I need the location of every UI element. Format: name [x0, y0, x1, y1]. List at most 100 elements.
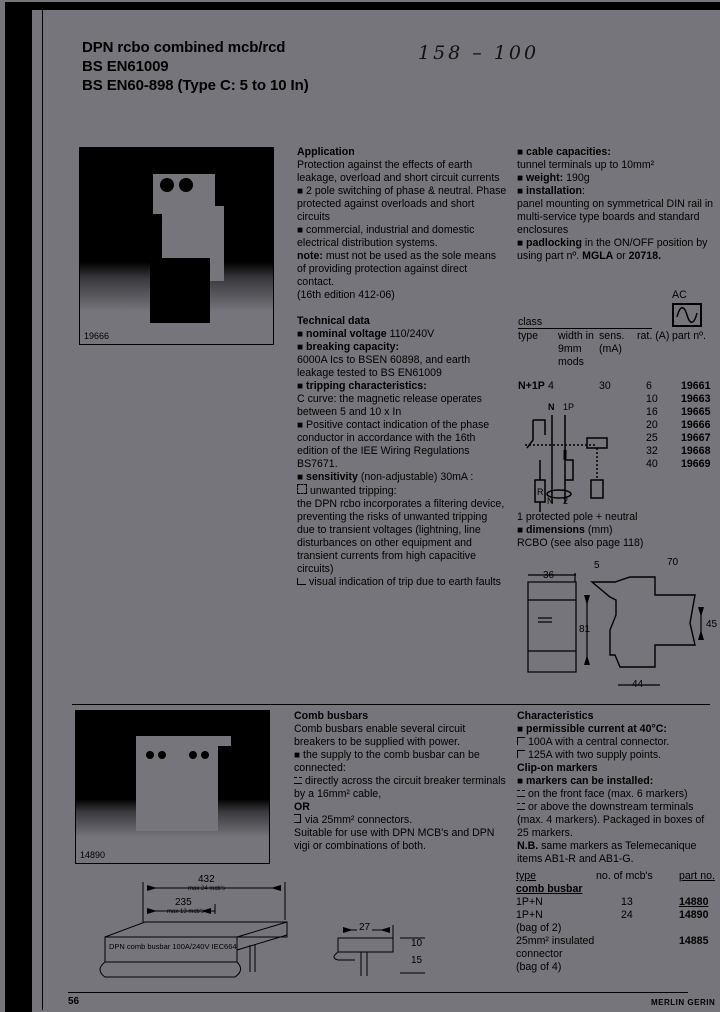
- busbar-table: type no. of mcb's part no. comb busbar 1…: [516, 870, 716, 974]
- clip-heading: Clip-on markers: [517, 762, 598, 774]
- long-length-sub: max 24 mcb's: [188, 886, 225, 892]
- rating-row: 20 19666: [646, 419, 720, 432]
- tripping-label: tripping characteristics:: [306, 380, 427, 392]
- busbar-drawing: 432 max 24 mcb's 235 max 13 mcb's DPN co…: [95, 874, 455, 978]
- scan-edge-line: [42, 10, 43, 1010]
- visual-text: visual indication of trip due to earth f…: [309, 576, 501, 588]
- wiring-label-1p: 1P: [563, 402, 574, 412]
- padlock-part-1: MGLA: [582, 250, 614, 262]
- busbar-col-count: no. of mcb's: [596, 870, 653, 882]
- weight-label: weight:: [526, 172, 564, 184]
- side-height-2: 15: [411, 955, 423, 966]
- trip-indicator-icon: [297, 578, 306, 585]
- marker-option-1: on the front face (max. 6 markers): [528, 788, 688, 800]
- part-number: 19668: [681, 445, 711, 457]
- base-dim: 44: [632, 679, 644, 690]
- ac-class-label: AC: [672, 289, 687, 301]
- markers-label: markers can be installed:: [526, 775, 654, 787]
- busbar-type: 1P+N: [516, 896, 543, 908]
- right-specs: cable capacities: tunnel terminals up to…: [517, 146, 717, 263]
- part-number: 19669: [681, 458, 711, 470]
- col-rating: rat. (A): [637, 330, 670, 342]
- comb-intro: Comb busbars enable several circuit brea…: [294, 723, 466, 748]
- note-text: must not be used as the sole means of pr…: [297, 250, 497, 288]
- comb-or: OR: [294, 801, 310, 813]
- busbar-row: connector: [516, 948, 716, 961]
- dimension-drawing: 36 5 70 81 45 44: [520, 555, 720, 690]
- page-title: DPN rcbo combined mcb/rcd BS EN61009 BS …: [82, 38, 309, 95]
- busbar-type: 1P+N: [516, 909, 543, 921]
- busbar-col-type: type: [516, 870, 537, 882]
- busbar-photo-caption: 14890: [80, 850, 106, 860]
- padlock-part-2: 20718.: [628, 250, 662, 262]
- application-section: Application Protection against the effec…: [297, 146, 507, 589]
- current-label: permissible current at 40°C:: [526, 723, 667, 735]
- height-dim: 81: [579, 624, 591, 635]
- nb-label: N.B.: [517, 840, 539, 852]
- application-intro: Protection against the effects of earth …: [297, 159, 500, 184]
- unwanted-text: the DPN rcbo incorporates a filtering de…: [297, 498, 505, 575]
- scan-border-top: [5, 2, 720, 10]
- breaking-text: 6000A Ics to BSEN 60898, and earth leaka…: [297, 354, 471, 379]
- page-number: 56: [68, 996, 80, 1007]
- title-line-2: BS EN61009: [82, 58, 169, 75]
- front-marker-icon: [517, 790, 525, 797]
- central-connector-icon: [517, 737, 525, 745]
- technical-heading: Technical data: [297, 315, 370, 327]
- busbar-type: 25mm² insulated: [516, 935, 595, 947]
- photo-caption: 19666: [84, 331, 110, 341]
- cable-text: tunnel terminals up to 10mm²: [517, 159, 655, 171]
- padlock-or: or: [613, 250, 629, 262]
- handwritten-note: 158 – 100: [418, 42, 540, 64]
- part-number: 19666: [681, 419, 711, 431]
- busbar-count: 13: [621, 896, 633, 908]
- dimensions-subtitle: RCBO (see also page 118): [517, 537, 644, 549]
- depth-dim: 70: [667, 557, 679, 568]
- rating-row: 32 19668: [646, 445, 720, 458]
- marker-option-2: or above the downstream terminals (max. …: [517, 801, 705, 839]
- wiring-label-r: R: [537, 487, 544, 497]
- application-bullet-1: 2 pole switching of phase & neutral. Pha…: [297, 185, 507, 223]
- front-width-dim: 36: [543, 570, 555, 581]
- comb-supply-text: the supply to the comb busbar can be con…: [294, 749, 480, 774]
- unwanted-label: unwanted tripping:: [310, 485, 397, 497]
- short-length-sub: max 13 mcb's: [167, 909, 204, 915]
- col-sens: sens. (mA): [599, 330, 625, 355]
- rating: 32: [646, 445, 658, 457]
- padlock-text: in the ON/OFF position by using part nº.: [517, 237, 708, 262]
- comb-suitable-text: Suitable for use with DPN MCB's and DPN …: [294, 827, 495, 852]
- busbar-row: 25mm² insulated 14885: [516, 935, 716, 948]
- comb-via-text: via 25mm² connectors.: [305, 814, 413, 826]
- note-label: note:: [297, 250, 323, 262]
- part-number: 19663: [681, 393, 711, 405]
- busbar-type: (bag of 2): [516, 922, 562, 934]
- rating: 20: [646, 419, 658, 431]
- characteristics-section: Characteristics permissible current at 4…: [517, 710, 717, 866]
- filter-icon: [297, 484, 307, 494]
- long-length-dim: 432: [198, 874, 215, 885]
- padlock-label: padlocking: [526, 237, 582, 249]
- class-divider: [518, 328, 652, 329]
- ac-class-icon: [672, 303, 702, 327]
- dimensions-unit: (mm): [584, 524, 613, 536]
- edition-text: (16th edition 412-06): [297, 289, 395, 301]
- comb-busbars-section: Comb busbars Comb busbars enable several…: [294, 710, 509, 853]
- two-supply-icon: [517, 750, 525, 758]
- rating: 25: [646, 432, 658, 444]
- busbar-type: (bag of 4): [516, 961, 562, 973]
- application-bullet-2: commercial, industrial and domestic elec…: [297, 224, 475, 249]
- nb-text: same markers as Telemecanique items AB1-…: [517, 840, 697, 865]
- weight-value: 190g: [563, 172, 590, 184]
- part-number: 19665: [681, 406, 711, 418]
- sensitivity-label: sensitivity: [306, 471, 358, 483]
- busbar-part: 14885: [679, 935, 709, 947]
- width-value: 4: [548, 380, 554, 392]
- col-part: part nº.: [672, 330, 706, 342]
- short-length-dim: 235: [175, 897, 192, 908]
- rating: 40: [646, 458, 658, 470]
- comb-heading: Comb busbars: [294, 710, 369, 722]
- rating: 6: [646, 380, 652, 392]
